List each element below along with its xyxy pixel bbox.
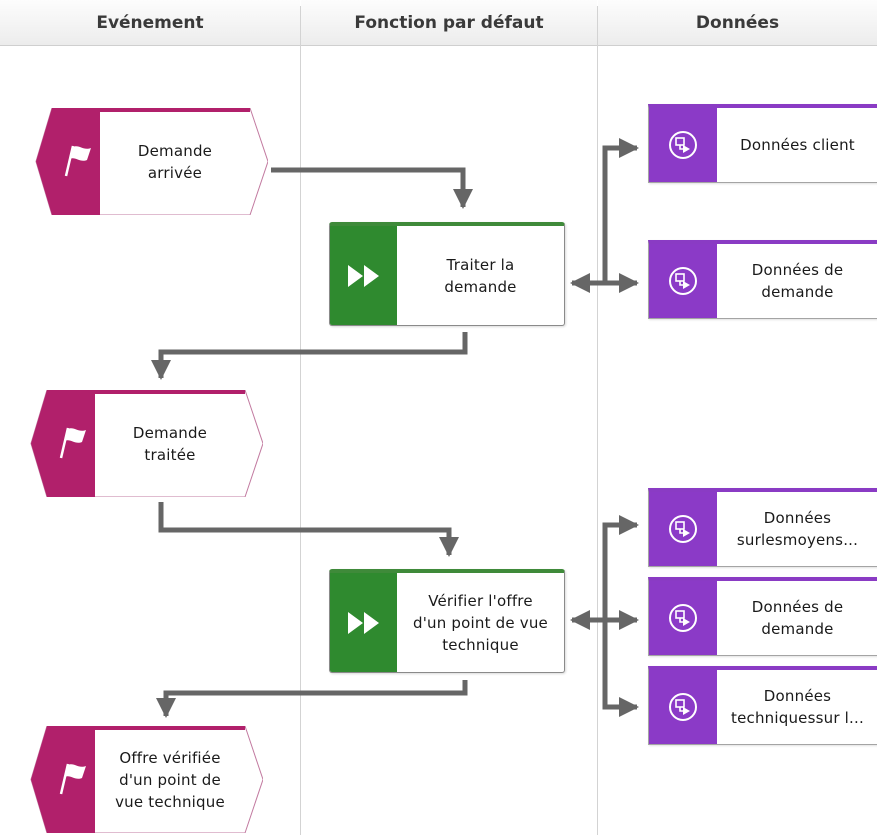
data-label-line: demande [761, 620, 834, 638]
event-label-line: traitée [144, 445, 196, 464]
lane-header-functions[interactable]: Fonction par défaut [301, 0, 597, 46]
data-side [649, 244, 717, 318]
event-label: Demande arrivée [100, 108, 250, 215]
connector-e2-f2 [158, 502, 459, 557]
data-label: Données de demande [717, 244, 877, 318]
function-label-line: demande [444, 277, 517, 296]
lane-header-data[interactable]: Données [598, 0, 877, 46]
data-donnees-techniques[interactable]: Données techniquessur l... [648, 666, 877, 745]
flag-icon [59, 427, 86, 459]
function-traiter-la-demande[interactable]: Traiter la demande [329, 222, 565, 326]
connector-hub-d3 [602, 515, 639, 620]
event-label-line: Offre vérifiée [119, 748, 221, 767]
lane-divider [597, 6, 598, 835]
fast-forward-icon [347, 611, 379, 634]
function-label-line: Traiter la [446, 255, 515, 274]
function-label-line: Vérifier l'offre [428, 591, 533, 610]
flag-icon [64, 145, 91, 177]
lane-divider [300, 6, 301, 835]
data-label-line: demande [761, 283, 834, 301]
event-demande-traitee[interactable]: Demande traitée [29, 390, 263, 497]
data-label-line: techniquessur l... [731, 709, 864, 727]
event-shape [30, 390, 263, 497]
data-flow-icon [669, 604, 697, 632]
data-label-line: Données de [751, 598, 844, 616]
function-side [330, 573, 397, 672]
data-flow-icon [669, 515, 697, 543]
data-label-line: Données client [740, 136, 855, 154]
function-label: Vérifier l'offre d'un point de vue techn… [397, 573, 564, 672]
data-flow-icon [669, 267, 697, 295]
function-side [330, 226, 397, 325]
data-label: Données surlesmoyens... [717, 492, 877, 566]
connector-e1-f1 [271, 167, 473, 209]
data-flow-icon [669, 693, 697, 721]
function-label: Traiter la demande [397, 226, 564, 325]
event-label-line: Demande [137, 141, 213, 160]
data-donnees-client[interactable]: Données client [648, 104, 877, 183]
connector-f2-e3 [156, 680, 468, 718]
event-label-line: arrivée [147, 163, 203, 182]
connector-f1-e2 [151, 332, 468, 380]
data-donnees-de-demande-2[interactable]: Données de demande [648, 577, 877, 656]
data-side [649, 492, 717, 566]
connector-hub-d1 [602, 138, 639, 283]
data-label: Données de demande [717, 581, 877, 655]
fast-forward-icon [347, 264, 379, 287]
function-label-line: technique [442, 635, 519, 654]
data-label-line: surlesmoyens... [736, 531, 859, 549]
data-donnees-sur-les-moyens[interactable]: Données surlesmoyens... [648, 488, 877, 567]
data-side [649, 670, 717, 744]
event-label: Demande traitée [95, 390, 245, 497]
data-label: Données techniquessur l... [717, 670, 877, 744]
event-demande-arrivee[interactable]: Demande arrivée [34, 108, 268, 215]
lane-header-events[interactable]: Evénement [0, 0, 300, 46]
function-label-line: d'un point de vue [413, 613, 548, 632]
data-side [649, 581, 717, 655]
event-shape [35, 108, 268, 215]
event-shape [30, 726, 263, 833]
event-label-line: Demande [132, 423, 208, 442]
data-donnees-de-demande[interactable]: Données de demande [648, 240, 877, 319]
connector-hub-d5 [602, 620, 639, 717]
flag-icon [59, 763, 86, 795]
data-label-line: Données de [751, 261, 844, 279]
data-label-line: Données [763, 509, 832, 527]
data-label: Données client [717, 108, 877, 182]
event-label: Offre vérifiée d'un point de vue techniq… [95, 726, 245, 833]
data-label-line: Données [763, 687, 832, 705]
data-side [649, 108, 717, 182]
event-label-line: d'un point de [119, 770, 221, 789]
data-flow-icon [669, 131, 697, 159]
event-offre-verifiee[interactable]: Offre vérifiée d'un point de vue techniq… [29, 726, 263, 833]
function-verifier-offre[interactable]: Vérifier l'offre d'un point de vue techn… [329, 569, 565, 673]
event-label-line: vue technique [115, 792, 225, 811]
